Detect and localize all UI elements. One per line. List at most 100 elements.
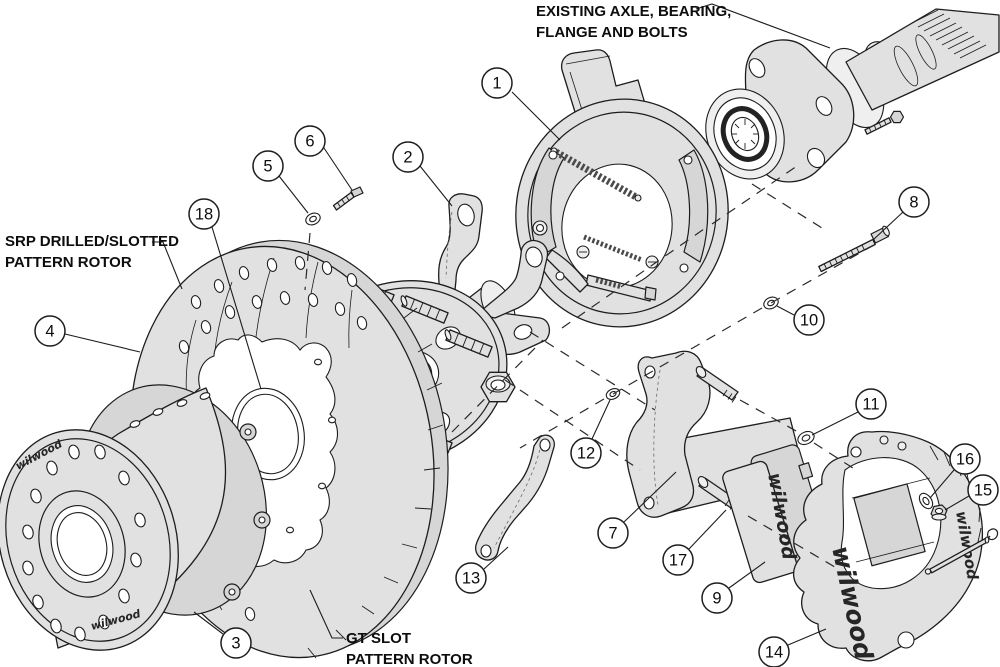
ebrake-lever [545,249,589,293]
dashed-alignment-line [770,244,875,304]
cable-bracket-tab [560,49,649,115]
callout-6-leader [323,147,353,191]
callout-16-leader [929,469,955,499]
callout-2-circle [392,141,424,173]
callout-5-leader [278,175,309,214]
callout-4-leader [64,333,141,353]
callout-15-number: 15 [974,482,992,500]
lower-spring [583,234,643,263]
part-caliper: wilwood wilwood [793,430,984,663]
dashed-alignment-line [504,379,641,471]
axle-shaft [845,8,1000,111]
part-pad-pin [924,536,990,575]
callout-8-number: 8 [909,194,918,212]
callout-4-circle [34,315,66,347]
callout-11-leader [811,411,859,436]
callout-7-circle [597,517,629,549]
dashed-alignment-line [813,442,857,471]
callout-8-leader [872,211,904,241]
callout-5-number: 5 [263,158,272,176]
axle-label-leader [695,3,831,49]
callout-7-number: 7 [608,525,617,543]
callout-11-number: 11 [862,396,879,414]
callout-1-leader [511,91,561,141]
axle-bearing [705,88,785,180]
leader-lines [64,3,970,646]
part-hat: wilwood wilwood [0,384,271,651]
callout-16-number: 16 [956,451,974,469]
dashed-alignment-line [519,398,605,449]
dashed-alignment-line [561,228,705,329]
part-bolt-8 [818,225,890,273]
callout-6-number: 6 [305,133,314,151]
callout-13-leader [483,546,509,570]
callout-18-leader [211,226,262,390]
callout-4-number: 4 [45,323,54,341]
callout-16-circle [949,443,981,475]
part-existing-axle-assembly [705,8,1000,183]
callout-14-leader [787,628,827,646]
part-washer-11 [797,430,815,446]
axle-flange-bolt [864,110,905,135]
axle-label-line-1: EXISTING AXLE, BEARING, [536,3,731,20]
part-washer-16 [918,492,934,510]
callout-10-leader [776,305,795,316]
callout-11-circle [855,388,887,420]
srp-rotor-label-line-2: PATTERN ROTOR [5,254,132,271]
callout-14-circle [758,636,790,667]
callout-6-circle [294,125,326,157]
callout-1-number: 1 [492,75,501,93]
hat-bolt-holes [22,444,146,642]
part-washer-5 [305,212,321,226]
callout-10-number: 10 [800,312,818,330]
part-nut-15 [930,504,948,521]
callout-13-number: 13 [462,570,480,588]
callout-2-leader [419,165,453,207]
callout-5-circle [252,150,284,182]
callout-1-circle [481,67,513,99]
callout-12-circle [570,437,602,469]
dashed-alignment-line [529,331,656,411]
callout-9-number: 9 [712,590,721,608]
callout-18-circle [188,198,220,230]
callout-9-leader [728,561,766,589]
dashed-alignment-line [451,339,544,433]
callout-7-leader [623,471,677,523]
callout-9-circle [701,582,733,614]
callout-17-circle [662,544,694,576]
dashed-alignment-line [739,399,799,433]
dashed-alignment-line [751,183,823,229]
part-washer-12 [605,388,621,400]
callout-13-circle [455,562,487,594]
gt-rotor-label-line-1: GT SLOT [346,630,411,647]
callout-3-leader [193,611,224,635]
callout-17-leader [688,509,727,550]
return-spring [554,148,638,201]
axle-splines [911,9,987,59]
srp-rotor-label-leader [152,241,183,290]
rotor-vents [307,307,444,659]
part-cable-arm-13 [475,434,555,561]
callout-10-circle [793,304,825,336]
brake-shoe-right [678,149,709,263]
callout-3-number: 3 [231,635,240,653]
part-washer-10 [763,296,779,310]
callout-2-number: 2 [403,149,412,167]
callout-18-number: 18 [195,206,213,224]
part-bolt-6 [332,186,364,211]
callout-14-number: 14 [765,644,783,662]
gt-rotor-label-line-2: PATTERN ROTOR [346,651,473,667]
callout-15-circle [967,474,999,506]
alignment-dashed-lines [304,163,875,571]
callout-3-circle [220,627,252,659]
callout-12-number: 12 [577,445,595,463]
axle-label-line-2: FLANGE AND BOLTS [536,24,688,41]
dashed-alignment-line [304,232,311,291]
part-parking-brake-assembly [515,49,729,328]
callout-12-leader [591,399,611,440]
srp-rotor-label-line-1: SRP DRILLED/SLOTTED [5,233,179,250]
bracket-pin-upper [695,366,739,403]
